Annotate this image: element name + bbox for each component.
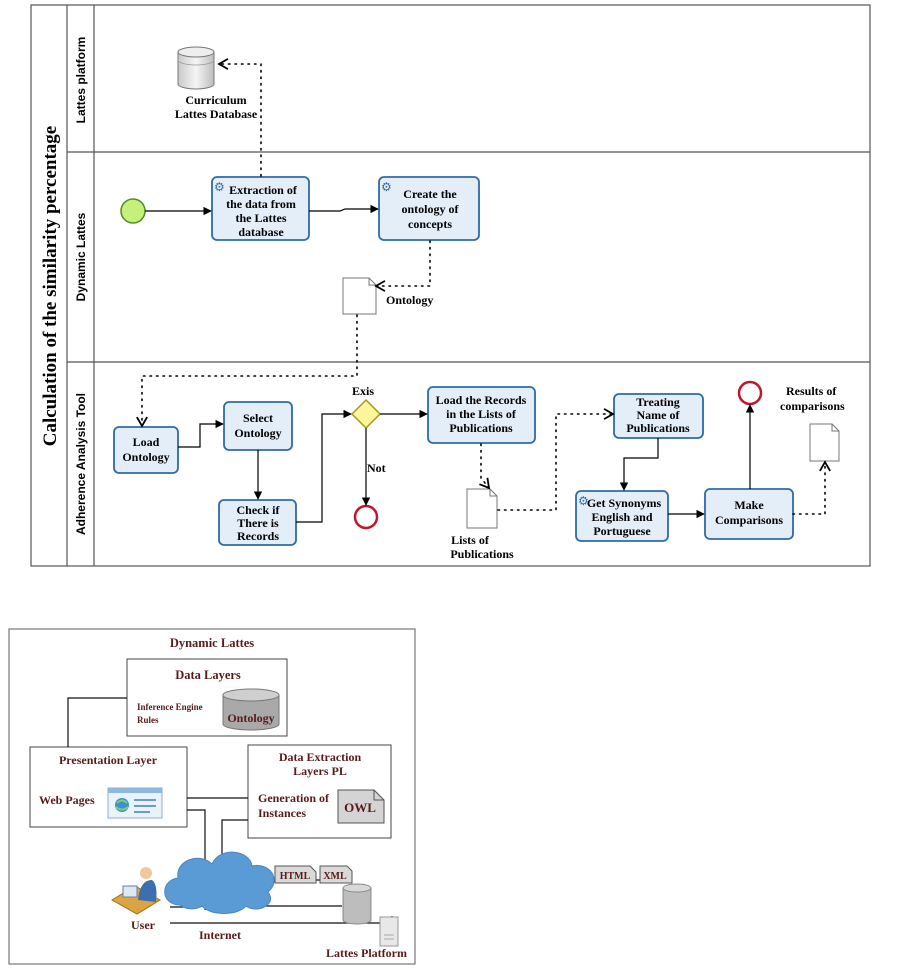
task-load-records-label-1: Load the Records [436, 393, 527, 407]
task-treating-name-label-2: Name of [637, 408, 681, 422]
server-icon [379, 916, 399, 947]
task-load-ontology-label-1: Load [133, 435, 160, 449]
datastore-label-1: Curriculum [185, 93, 246, 107]
results-label-1: Results of [786, 384, 837, 398]
end-event-no-records[interactable] [353, 504, 379, 530]
task-get-synonyms-label-1: Get Synonyms [587, 496, 662, 510]
task-treating-name[interactable]: Treating Name of Publications [613, 393, 704, 439]
lane-dynamic-lattes: Dynamic Lattes [74, 212, 88, 301]
presentation-title: Presentation Layer [59, 753, 158, 767]
task-create-ontology[interactable]: ⚙ Create the ontology of concepts [378, 176, 480, 241]
web-pages-label: Web Pages [39, 793, 95, 807]
lattes-platform-database-icon [342, 883, 372, 925]
task-check-records-label-3: Records [237, 529, 279, 543]
html-file-icon [274, 865, 317, 884]
pool-title: Calculation of the similarity percentage [40, 126, 61, 447]
user-icon [111, 867, 161, 915]
lists-label-2: Publications [450, 547, 514, 561]
task-create-ontology-label-3: concepts [408, 217, 452, 231]
task-create-ontology-label-1: Create the [403, 187, 457, 201]
ontology-store-label: Ontology [227, 711, 274, 725]
generation-label-2: Instances [258, 806, 306, 820]
task-make-comparisons[interactable]: Make Comparisons [704, 488, 794, 540]
extraction-title-2: Layers PL [293, 764, 347, 778]
curriculum-database-icon [177, 46, 215, 90]
task-load-ontology[interactable]: Load Ontology [113, 426, 179, 474]
task-check-records-label-1: Check if [237, 503, 281, 517]
task-load-ontology-label-2: Ontology [122, 450, 169, 464]
ontology-store-icon [222, 688, 280, 731]
owl-label: OWL [344, 800, 376, 815]
process-pool: Calculation of the similarity percentage… [30, 4, 871, 567]
task-load-records-label-3: Publications [449, 421, 513, 435]
task-select-ontology-label-2: Ontology [234, 426, 281, 440]
xml-file-icon [319, 865, 353, 884]
web-page-icon [107, 787, 163, 819]
data-layers-line2: Rules [137, 715, 159, 725]
task-load-records[interactable]: Load the Records in the Lists of Publica… [427, 386, 536, 444]
task-treating-name-label-1: Treating [636, 395, 680, 409]
data-layers-line1: Inference Engine [137, 702, 203, 712]
datastore-label-2: Lattes Database [175, 107, 258, 121]
lane-lattes-platform: Lattes platform [74, 37, 88, 124]
task-treating-name-label-3: Publications [626, 421, 690, 435]
lattes-platform-label: Lattes Platform [326, 946, 407, 960]
start-event[interactable] [120, 198, 146, 224]
task-make-comparisons-label-1: Make [734, 498, 764, 512]
data-layers-title: Data Layers [175, 668, 241, 682]
lane-adherence-tool: Adherence Analysis Tool [74, 393, 88, 535]
task-get-synonyms-label-2: English and [591, 510, 652, 524]
task-extraction-label-4: database [238, 225, 284, 239]
task-extraction-label-3: the Lattes [236, 211, 287, 225]
task-extraction-label-2: the data from [226, 197, 296, 211]
task-select-ontology-label-1: Select [243, 411, 273, 425]
association-flows [136, 58, 831, 515]
task-select-ontology[interactable]: Select Ontology [223, 401, 293, 451]
task-load-records-label-2: in the Lists of [446, 407, 517, 421]
internet-label: Internet [199, 928, 241, 942]
gear-icon: ⚙ [381, 180, 392, 194]
gateway-yes-label: Exis [352, 384, 374, 398]
lists-document-icon [466, 488, 498, 529]
task-get-synonyms[interactable]: ⚙ Get Synonyms English and Portuguese [575, 490, 669, 542]
internet-cloud-icon [164, 851, 275, 914]
ontology-document-icon [342, 277, 377, 315]
task-extraction-label-1: Extraction of [229, 183, 298, 197]
task-extraction[interactable]: ⚙ Extraction of the data from the Lattes… [211, 176, 310, 241]
gear-icon: ⚙ [214, 180, 225, 194]
user-label: User [131, 918, 156, 932]
results-label-2: comparisons [780, 399, 845, 413]
task-get-synonyms-label-3: Portuguese [593, 524, 651, 538]
end-event-complete[interactable] [737, 380, 763, 406]
generation-label-1: Generation of [258, 791, 330, 805]
task-make-comparisons-label-2: Comparisons [715, 513, 783, 527]
task-create-ontology-label-2: ontology of [402, 202, 460, 216]
extraction-title-1: Data Extraction [279, 750, 362, 764]
ontology-artifact-label: Ontology [386, 293, 433, 307]
lists-label-1: Lists of [451, 533, 490, 547]
task-check-records[interactable]: Check if There is Records [218, 499, 297, 546]
task-check-records-label-2: There is [237, 516, 279, 530]
html-label: HTML [280, 871, 311, 882]
architecture-title: Dynamic Lattes [170, 636, 254, 650]
gateway-no-label: Not [367, 461, 386, 475]
owl-file-icon [337, 789, 385, 824]
results-document-icon [809, 423, 840, 462]
gear-icon: ⚙ [578, 494, 589, 508]
sequence-flows [145, 204, 755, 523]
xml-label: XML [323, 871, 347, 882]
